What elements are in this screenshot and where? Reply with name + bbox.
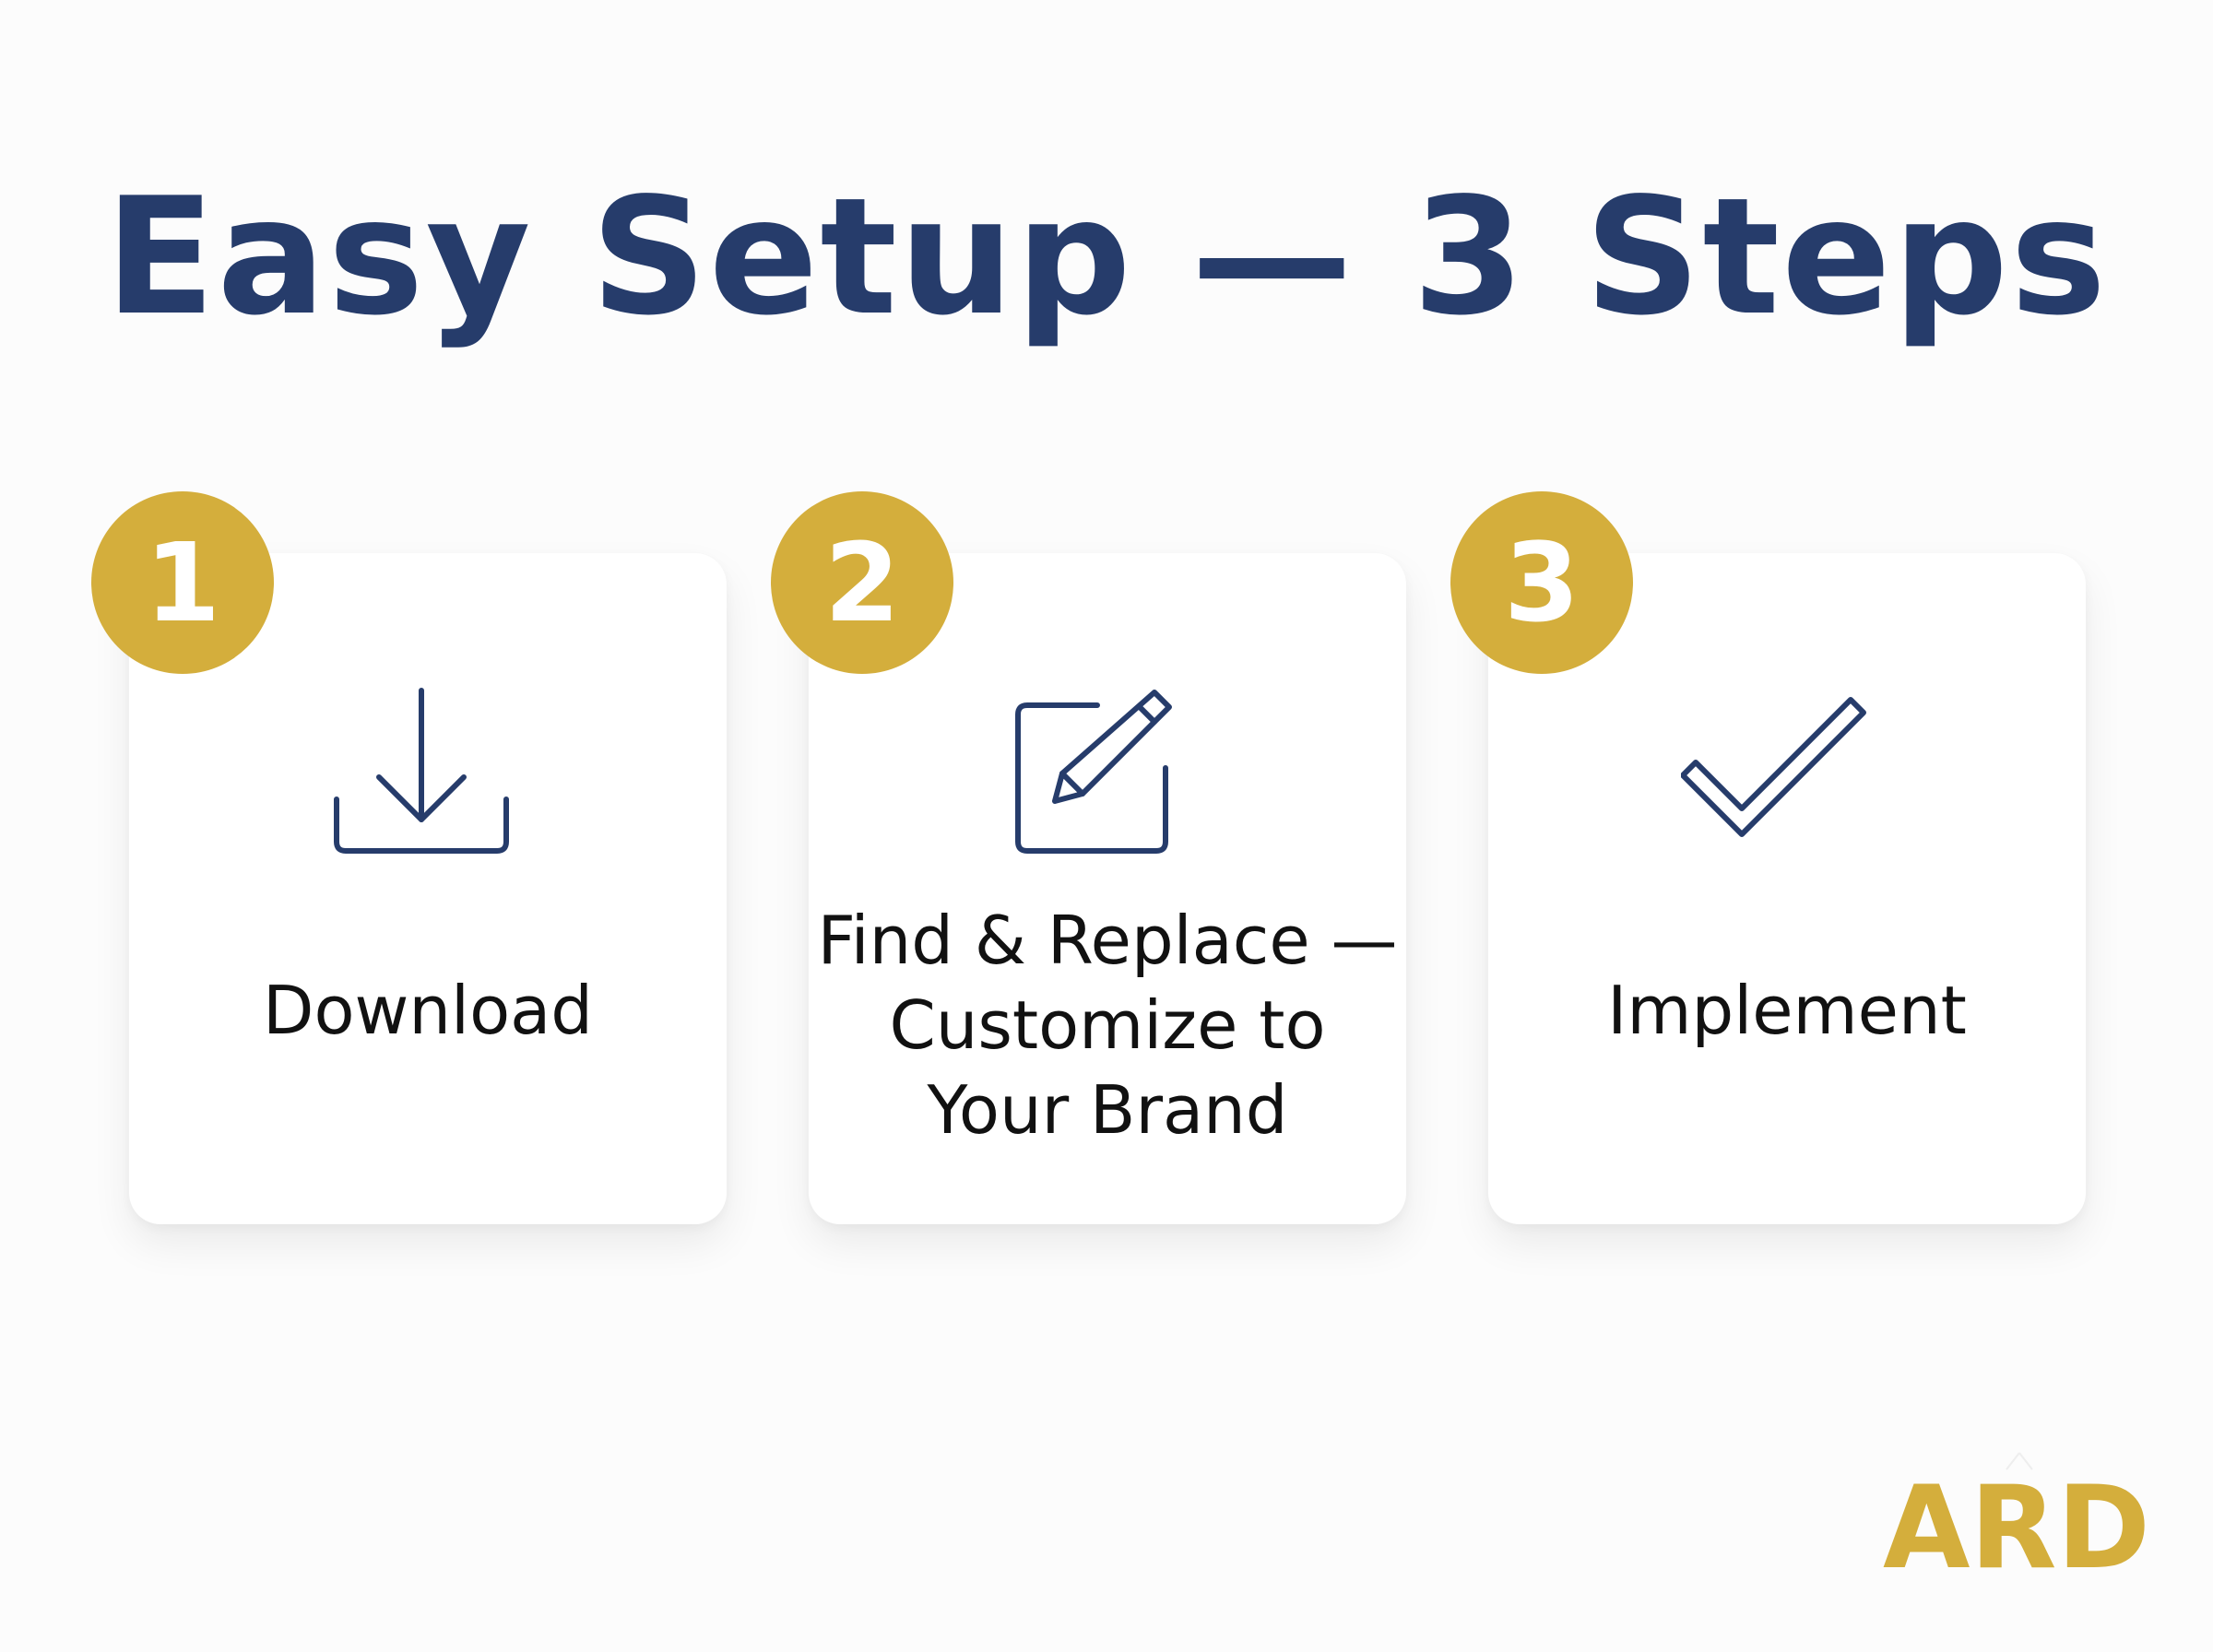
step-label: Implement xyxy=(1607,972,1967,1049)
brand-logo: ARD xyxy=(1883,1452,2150,1576)
step-label: Download xyxy=(263,972,593,1049)
brand-logo-text: ARD xyxy=(1883,1462,2150,1576)
step-card-download xyxy=(129,553,727,1224)
check-icon xyxy=(1681,697,1866,837)
step-number-badge: 2 xyxy=(771,491,953,674)
download-icon xyxy=(334,688,509,854)
step-number-badge: 3 xyxy=(1450,491,1633,674)
step-card-implement xyxy=(1488,553,2086,1224)
step-card-customize xyxy=(809,553,1406,1224)
page-title: Easy Setup — 3 Steps xyxy=(104,164,2109,351)
step-label: Find & Replace — Customize to Your Brand xyxy=(817,902,1398,1149)
edit-icon xyxy=(1015,690,1172,854)
step-number-badge: 1 xyxy=(91,491,274,674)
